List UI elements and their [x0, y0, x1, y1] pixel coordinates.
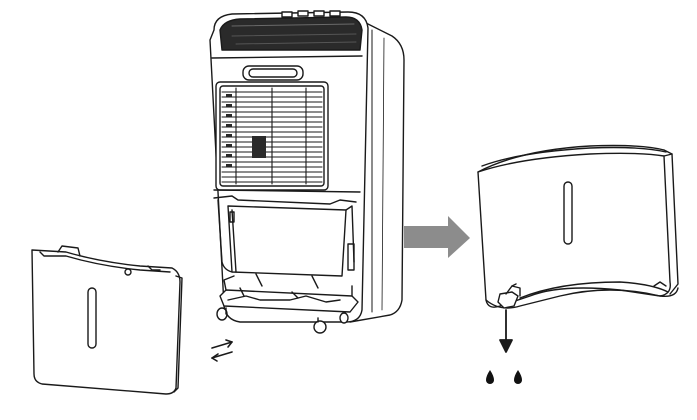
dehumidifier-unit-icon — [209, 10, 405, 334]
water-drops-icon — [486, 370, 522, 384]
drain-arrow-icon — [499, 309, 513, 353]
process-arrow-icon — [404, 216, 470, 258]
insert-remove-arrows-icon — [211, 339, 233, 362]
water-tank-emptying-icon — [477, 144, 679, 309]
water-tank-detached-icon — [31, 245, 183, 395]
